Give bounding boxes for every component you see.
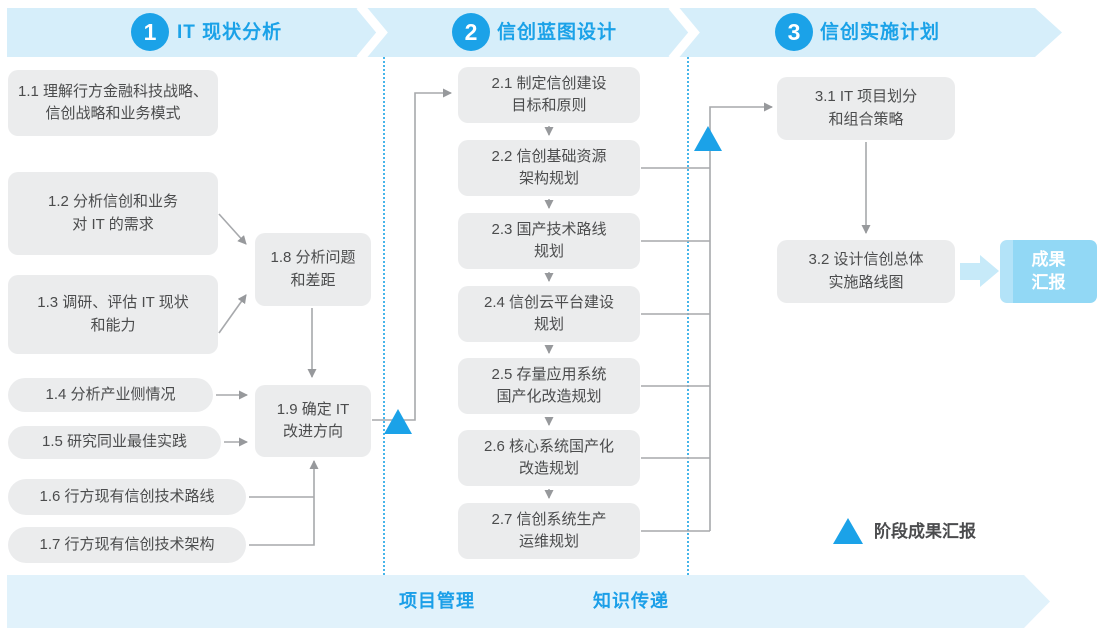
node-3-2: 3.2 设计信创总体 实施路线图: [777, 240, 955, 303]
arrow-collector-to-3-1: [709, 102, 773, 531]
node-2-4-line2: 规划: [533, 316, 564, 333]
node-2-7-line2: 运维规划: [518, 533, 579, 550]
arrow-1-2-to-1-8: [218, 213, 247, 245]
node-1-3-line1: 1.3 调研、评估 IT 现状: [37, 294, 189, 311]
node-2-2: 2.2 信创基础资源 架构规划: [458, 140, 640, 196]
bottom-label-project-management: 项目管理: [399, 591, 475, 611]
result-arrow-shaft: [960, 263, 980, 280]
node-2-3-line1: 2.3 国产技术路线: [491, 220, 607, 238]
milestone-triangle-phase2-icon: [694, 126, 722, 151]
node-1-2: 1.2 分析信创和业务 对 IT 的需求: [8, 172, 218, 255]
phase-divider-dotted-line-2: [687, 57, 689, 575]
node-1-2-line2: 对 IT 的需求: [72, 215, 154, 233]
arrow-1-3-to-1-8: [218, 294, 247, 334]
bottom-stream-band: 项目管理 知识传递: [7, 575, 1050, 628]
node-1-6: 1.6 行方现有信创技术路线: [8, 479, 246, 515]
phase-3-title: 信创实施计划: [820, 22, 941, 43]
node-2-3: 2.3 国产技术路线 规划: [458, 213, 640, 269]
result-report-box: 成果 汇报: [1000, 240, 1097, 303]
result-report-line2: 汇报: [1031, 272, 1066, 292]
node-1-4: 1.4 分析产业侧情况: [8, 378, 213, 412]
node-2-3-line2: 规划: [533, 243, 564, 260]
milestone-triangle-phase1-icon: [384, 409, 412, 434]
node-2-7: 2.7 信创系统生产 运维规划: [458, 503, 640, 559]
node-2-5-line1: 2.5 存量应用系统: [491, 365, 607, 383]
node-1-1: 1.1 理解行方金融科技战略、 信创战略和业务模式: [8, 70, 218, 136]
phase-2-title: 信创蓝图设计: [497, 22, 618, 43]
node-2-4: 2.4 信创云平台建设 规划: [458, 286, 640, 342]
node-2-7-line1: 2.7 信创系统生产: [491, 510, 607, 528]
node-3-1: 3.1 IT 项目划分 和组合策略: [777, 77, 955, 140]
node-1-1-line2: 信创战略和业务模式: [45, 105, 181, 122]
node-1-9-line1: 1.9 确定 IT: [276, 400, 350, 418]
node-1-2-line1: 1.2 分析信创和业务: [47, 193, 179, 210]
arrow-1-7-to-1-9: [249, 460, 319, 546]
node-2-5: 2.5 存量应用系统 国产化改造规划: [458, 358, 640, 414]
legend-triangle-icon: [833, 518, 863, 544]
node-2-6-line1: 2.6 核心系统国产化: [483, 437, 615, 455]
node-1-7: 1.7 行方现有信创技术架构: [8, 527, 246, 563]
node-1-5-label: 1.5 研究同业最佳实践: [41, 433, 188, 451]
node-2-5-line2: 国产化改造规划: [496, 388, 602, 405]
node-3-1-line1: 3.1 IT 项目划分: [814, 88, 918, 105]
phase-2-number-badge: 2: [452, 13, 490, 51]
node-1-8-line1: 1.8 分析问题: [270, 249, 356, 266]
node-1-4-label: 1.4 分析产业侧情况: [45, 385, 176, 403]
node-2-1-line2: 目标和原则: [511, 97, 587, 114]
node-1-9: 1.9 确定 IT 改进方向: [255, 385, 371, 457]
node-1-1-line1: 1.1 理解行方金融科技战略、: [17, 82, 209, 100]
node-1-9-line2: 改进方向: [282, 423, 343, 440]
phase-header-band: [7, 8, 1062, 57]
band-separator-chevron-1: [356, 8, 388, 57]
phase-1-number-badge: 1: [131, 13, 169, 51]
node-2-6-line2: 改造规划: [518, 460, 579, 477]
node-1-5: 1.5 研究同业最佳实践: [8, 426, 221, 459]
node-1-8-line2: 和差距: [290, 271, 336, 289]
phase-3-number-badge: 3: [775, 13, 813, 51]
node-1-6-label: 1.6 行方现有信创技术路线: [39, 487, 215, 505]
band-separator-chevron-2: [668, 8, 700, 57]
node-1-3-line2: 和能力: [90, 316, 136, 334]
bottom-label-knowledge-transfer: 知识传递: [593, 591, 669, 611]
node-2-1-line1: 2.1 制定信创建设: [491, 74, 607, 92]
node-1-8: 1.8 分析问题 和差距: [255, 233, 371, 306]
node-2-2-line2: 架构规划: [518, 170, 579, 187]
node-2-1: 2.1 制定信创建设 目标和原则: [458, 67, 640, 123]
result-arrow-head: [980, 255, 999, 287]
result-report-line1: 成果: [1031, 249, 1066, 269]
node-3-1-line2: 和组合策略: [828, 110, 904, 128]
node-1-3: 1.3 调研、评估 IT 现状 和能力: [8, 275, 218, 354]
node-2-6: 2.6 核心系统国产化 改造规划: [458, 430, 640, 486]
node-2-4-line1: 2.4 信创云平台建设: [483, 293, 615, 311]
node-1-7-label: 1.7 行方现有信创技术架构: [39, 535, 215, 553]
node-3-2-line2: 实施路线图: [828, 273, 904, 291]
phase-1-title: IT 现状分析: [177, 22, 283, 43]
node-3-2-line1: 3.2 设计信创总体: [808, 251, 924, 268]
node-2-2-line1: 2.2 信创基础资源: [491, 147, 607, 165]
phase-divider-dotted-line-1: [383, 57, 385, 575]
legend-label: 阶段成果汇报: [874, 522, 976, 541]
